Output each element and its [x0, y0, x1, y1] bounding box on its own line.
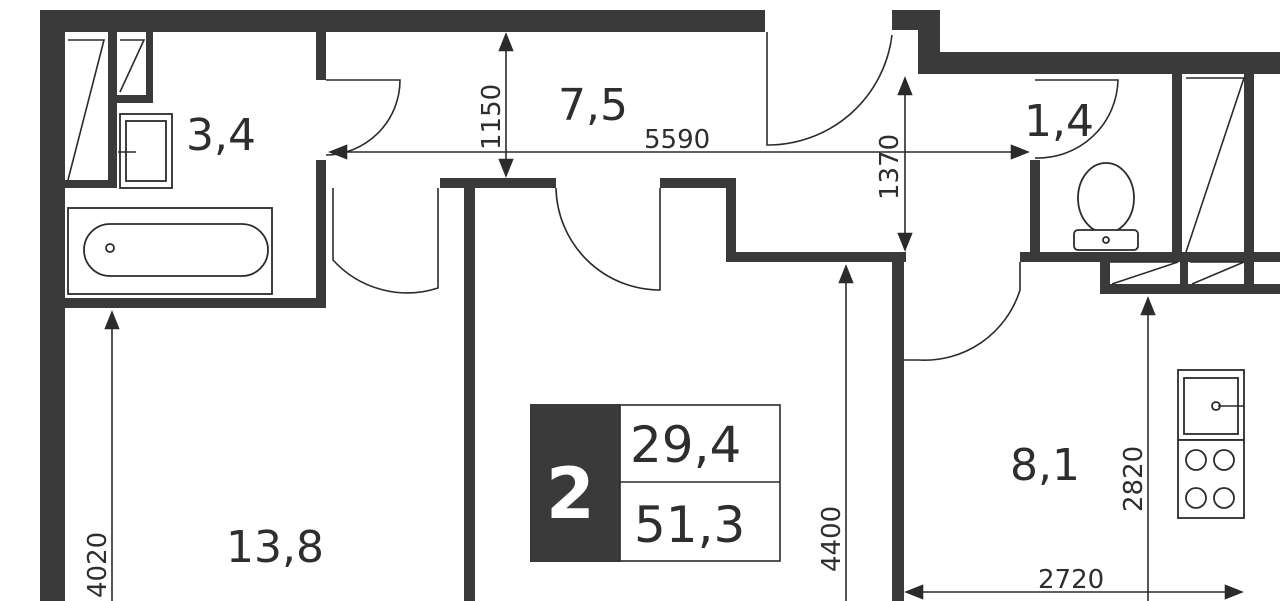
dim-kitchen-width: 2720	[1038, 565, 1104, 595]
bathroom-sink-bowl	[125, 120, 167, 182]
dim-bedroom-depth: 4400	[817, 506, 847, 572]
wall-bath-right-bottom	[316, 160, 326, 308]
wall-living-bedroom	[464, 178, 475, 601]
wall-hall-bottom-c	[726, 252, 906, 262]
wall-wc-right	[1172, 74, 1182, 260]
wall-bath-niche-top	[117, 95, 153, 103]
wall-hall-bottom-a	[440, 178, 556, 188]
toilet-button	[1102, 236, 1110, 244]
wall-bath-bottom	[65, 298, 326, 308]
room-area-bathroom: 3,4	[186, 110, 256, 161]
wall-wc-bottom	[1020, 252, 1280, 262]
apartment-badge: 2 29,4 51,3	[530, 404, 781, 562]
door-living	[332, 188, 439, 294]
wall-bath-niche-right	[146, 32, 153, 102]
room-area-kitchen: 8,1	[1010, 440, 1080, 491]
door-kitchen	[904, 262, 1021, 362]
wall-kitchen-left	[892, 252, 904, 601]
bathtub-basin	[83, 223, 269, 277]
stove-burner-3	[1185, 487, 1207, 509]
badge-total-area: 51,3	[634, 496, 745, 554]
door-entrance	[766, 32, 893, 146]
wall-right-edge	[1244, 74, 1254, 294]
wall-wc-left	[1030, 160, 1040, 260]
badge-living-area: 29,4	[630, 416, 741, 474]
room-area-hall: 7,5	[558, 80, 628, 131]
dimension-lines	[104, 32, 1244, 601]
bathtub-drain	[105, 243, 115, 253]
wall-left	[40, 10, 65, 601]
wall-top-right	[918, 52, 1280, 74]
dim-living-depth: 4020	[83, 532, 113, 598]
door-bathroom	[325, 79, 401, 156]
stove-burner-4	[1213, 487, 1235, 509]
wall-kitchen-niche-mid	[1180, 252, 1188, 292]
dim-hall-width: 5590	[644, 125, 710, 155]
room-area-wc: 1,4	[1024, 96, 1094, 147]
wall-top-left	[40, 10, 765, 32]
toilet-bowl	[1077, 162, 1135, 234]
bath-cabinet-lines	[67, 39, 146, 181]
room-area-living: 13,8	[226, 522, 324, 573]
wall-hall-step	[726, 178, 736, 262]
fixtures	[67, 39, 1246, 519]
stove-burner-2	[1213, 449, 1235, 471]
badge-rooms-count: 2	[546, 453, 595, 535]
door-wc	[1034, 79, 1119, 159]
wall-bath-niche-side	[108, 32, 117, 188]
badge-values-box	[619, 404, 781, 562]
wall-hall-bottom-b	[660, 178, 736, 188]
doors	[325, 32, 1119, 362]
dim-hall-depth-left: 1150	[477, 84, 507, 150]
dim-hall-depth-right: 1370	[875, 134, 905, 200]
wall-bath-niche	[65, 180, 117, 188]
stove-burner-1	[1185, 449, 1207, 471]
walls	[40, 10, 1280, 601]
wall-bath-right-top	[316, 32, 326, 80]
wc-cabinet-lines	[1110, 77, 1246, 285]
wall-kitchen-niche	[1100, 252, 1110, 292]
wall-kitchen-niche-bottom	[1100, 284, 1280, 294]
dim-kitchen-depth: 2820	[1119, 446, 1149, 512]
kitchen-stove	[1177, 439, 1245, 519]
door-bedroom	[555, 187, 661, 291]
badge-rooms-box	[530, 404, 620, 562]
